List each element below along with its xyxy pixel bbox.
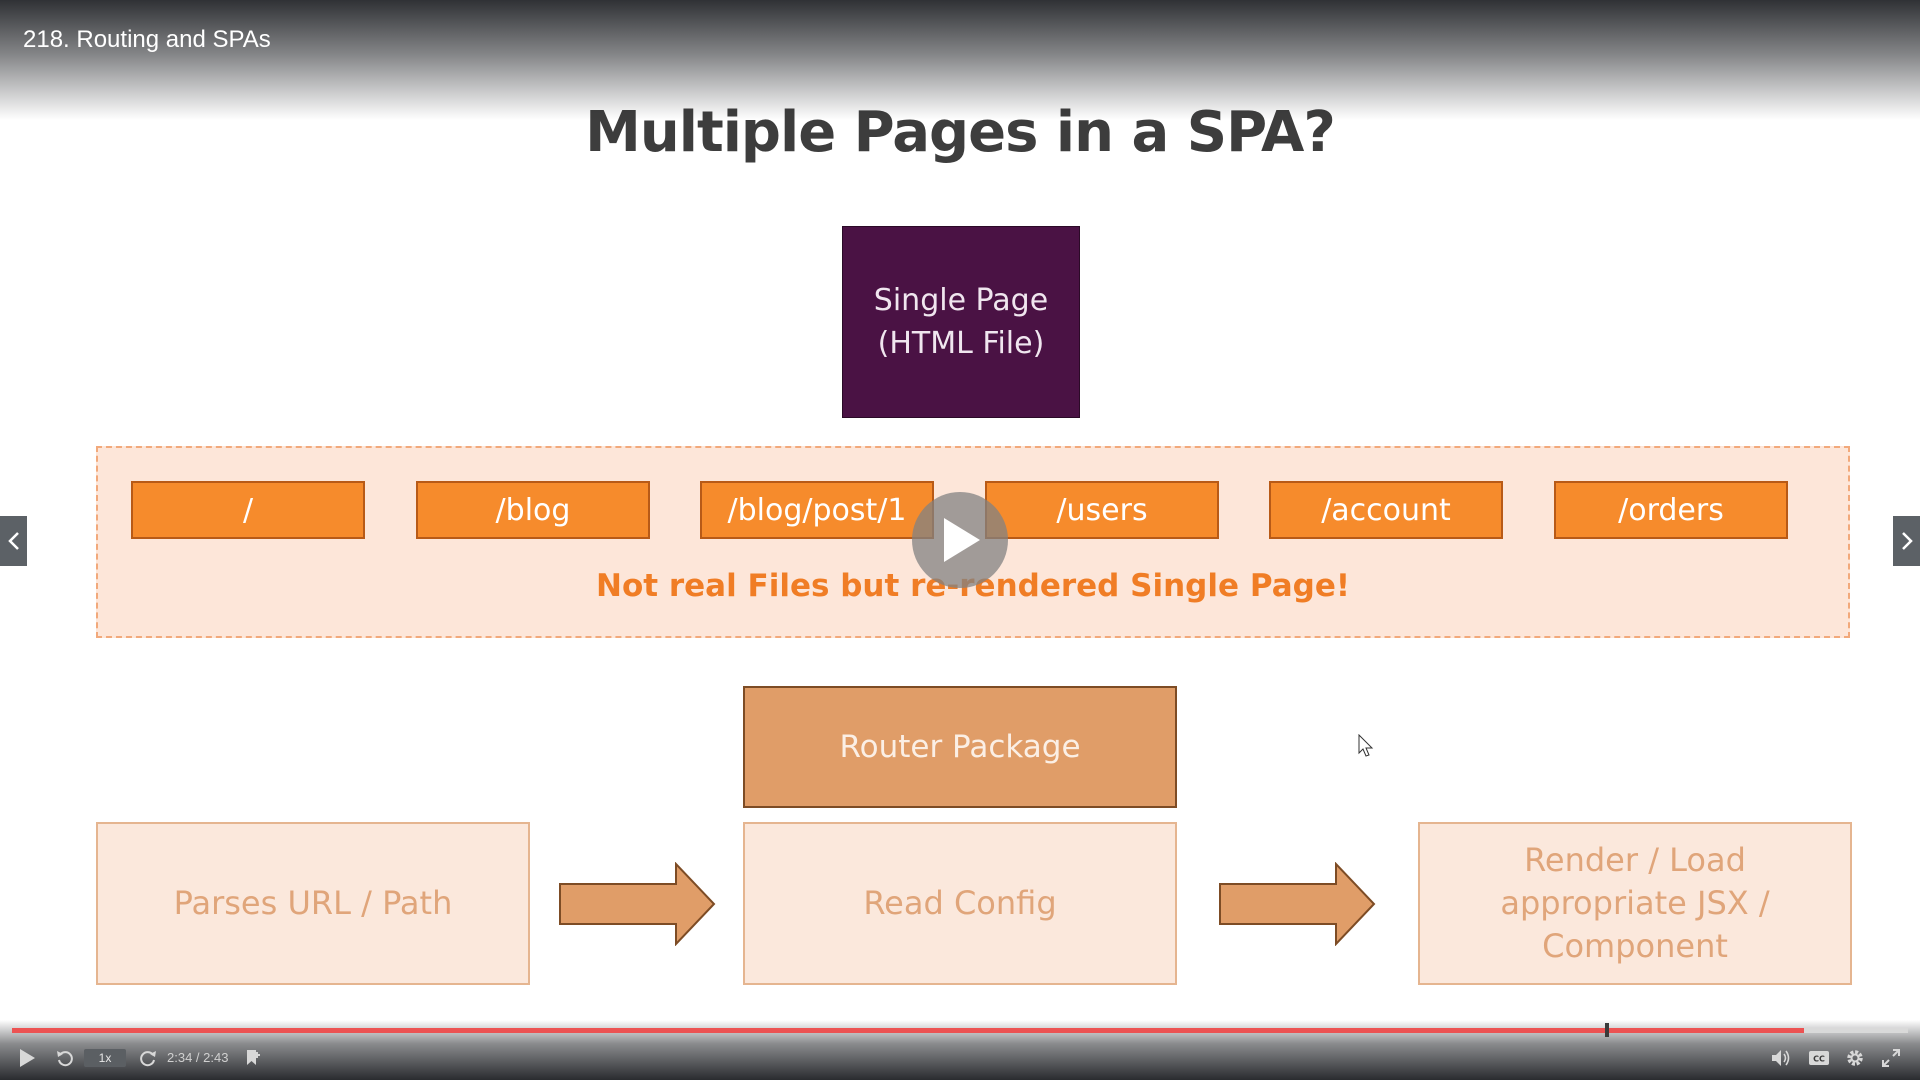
forward-button[interactable] <box>135 1045 161 1071</box>
time-display: 2:34 / 2:43 <box>167 1050 229 1065</box>
progress-bar[interactable] <box>12 1023 1908 1037</box>
render-line3: Component <box>1542 927 1728 966</box>
render-line2: appropriate JSX / <box>1500 883 1770 922</box>
route-box: / <box>131 481 365 539</box>
captions-button[interactable]: CC <box>1806 1045 1832 1071</box>
single-page-line2: (HTML File) <box>877 326 1045 361</box>
chevron-left-icon <box>7 532 19 550</box>
add-bookmark-button[interactable] <box>240 1045 266 1071</box>
router-package-box: Router Package <box>743 686 1177 808</box>
chevron-right-icon <box>1901 532 1913 550</box>
bookmark-icon <box>247 1050 260 1065</box>
settings-button[interactable] <box>1842 1045 1868 1071</box>
progress-fill <box>12 1028 1804 1033</box>
captions-icon: CC <box>1809 1051 1829 1065</box>
single-page-box: Single Page (HTML File) <box>842 226 1080 418</box>
next-lecture-button[interactable] <box>1893 516 1920 566</box>
progress-handle[interactable] <box>1604 1023 1609 1037</box>
play-icon <box>944 518 980 562</box>
playback-speed-button[interactable]: 1x <box>84 1049 126 1067</box>
lecture-title: 218. Routing and SPAs <box>23 26 271 53</box>
volume-button[interactable] <box>1768 1045 1794 1071</box>
mouse-cursor-icon <box>1358 734 1374 757</box>
rewind-button[interactable] <box>52 1045 78 1071</box>
center-play-button[interactable] <box>912 492 1008 588</box>
play-button[interactable] <box>14 1045 40 1071</box>
gear-icon <box>1847 1050 1863 1066</box>
previous-lecture-button[interactable] <box>0 516 27 566</box>
route-box: /blog <box>416 481 650 539</box>
fullscreen-icon <box>1882 1049 1900 1067</box>
svg-text:CC: CC <box>1813 1055 1825 1064</box>
arrow-right-icon <box>1219 862 1376 946</box>
read-config-box: Read Config <box>743 822 1177 985</box>
route-box: /account <box>1269 481 1503 539</box>
parse-url-box: Parses URL / Path <box>96 822 530 985</box>
fullscreen-button[interactable] <box>1878 1045 1904 1071</box>
route-box: /users <box>985 481 1219 539</box>
forward-icon <box>140 1051 156 1067</box>
arrow-right-icon <box>559 862 716 946</box>
render-component-box: Render / Load appropriate JSX / Componen… <box>1418 822 1852 985</box>
single-page-line1: Single Page <box>873 282 1049 318</box>
volume-icon <box>1772 1050 1790 1066</box>
route-box: /orders <box>1554 481 1788 539</box>
route-box: /blog/post/1 <box>700 481 934 539</box>
player-controls: 1x 2:34 / 2:43 CC <box>0 1045 1920 1071</box>
render-line1: Render / Load <box>1524 840 1746 879</box>
play-icon <box>20 1049 35 1067</box>
rewind-icon <box>57 1051 73 1067</box>
top-overlay: 218. Routing and SPAs <box>0 0 1920 120</box>
